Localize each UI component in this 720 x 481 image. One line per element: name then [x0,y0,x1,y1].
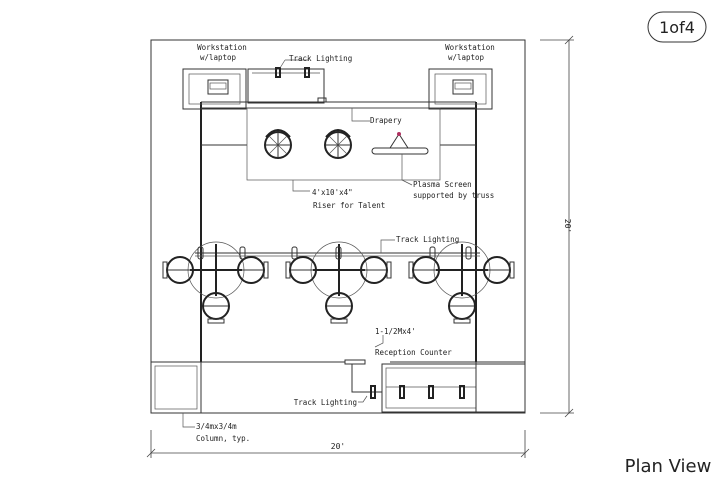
booth-boundary [150,39,526,414]
workstation-left-label-1: Workstation [197,43,247,52]
riser-callout: 4'x10'x4" Riser for Talent [292,180,385,210]
column-label-1: 3/4mx3/4m [196,422,237,431]
drapery: Drapery [351,108,402,125]
meeting-cluster-3 [408,241,515,324]
width-dimension: 20' [146,430,530,458]
corner-columns [150,361,526,414]
workstation-left: Workstation w/laptop [182,43,247,110]
meeting-cluster-1 [162,241,269,324]
workstation-left-label-2: w/laptop [200,53,237,62]
depth-dimension: 20' [540,35,574,418]
riser-label-2: Riser for Talent [313,201,385,210]
talent-riser [246,107,441,181]
sheet-number-text: 1of4 [659,18,695,37]
reception-counter: 1-1/2Mx4' Reception Counter [344,327,526,413]
drapery-label: Drapery [370,116,402,125]
riser-label-1: 4'x10'x4" [312,188,353,197]
reception-label-1: 1-1/2Mx4' [375,327,416,336]
riser-chair-1 [264,129,292,159]
track-lighting-mid: Track Lighting [195,235,480,257]
track-lighting-top: Track Lighting [247,54,352,104]
reception-label-2: Reception Counter [375,348,452,357]
view-title: Plan View [625,456,712,477]
depth-dimension-text: 20' [563,219,572,233]
plasma-label-1: Plasma Screen [413,180,472,189]
track-lighting-bottom-label: Track Lighting [294,398,357,407]
meeting-cluster-2 [285,241,392,324]
workstation-right-label-1: Workstation [445,43,495,52]
sheet-number-badge: 1of4 [647,11,707,43]
track-lighting-bottom: Track Lighting [294,385,465,407]
workstation-right-label-2: w/laptop [448,53,485,62]
riser-chair-2 [324,129,352,159]
workstation-right: Workstation w/laptop [428,43,495,110]
column-callout: 3/4mx3/4m Column, typ. [182,413,250,443]
track-lighting-mid-label: Track Lighting [396,235,459,244]
width-dimension-text: 20' [331,442,345,451]
plasma-label-2: supported by truss [413,191,494,200]
track-lighting-top-label: Track Lighting [289,54,352,63]
column-label-2: Column, typ. [196,434,250,443]
plasma-screen: Plasma Screen supported by truss [371,132,494,200]
